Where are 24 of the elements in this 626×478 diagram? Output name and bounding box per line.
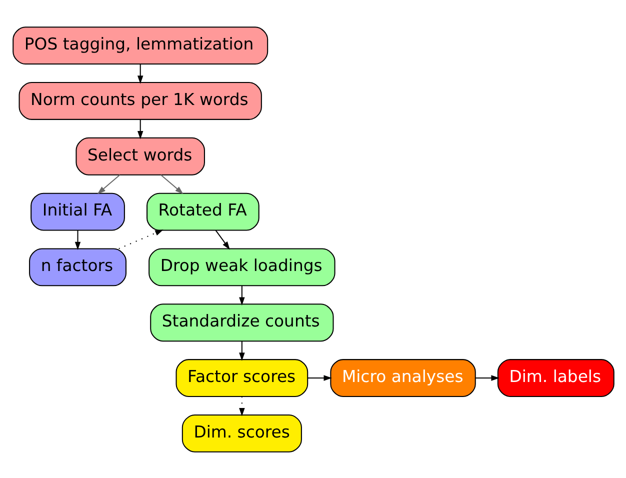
node-box: Standardize counts	[150, 303, 334, 342]
arrow	[96, 174, 120, 194]
node-box: Factor scores	[175, 358, 308, 396]
arrow	[74, 230, 80, 250]
node-box: n factors	[28, 248, 126, 286]
arrow	[160, 174, 183, 194]
node-box: Micro analyses	[330, 358, 476, 396]
node-box: Dim. labels	[496, 358, 614, 396]
arrow	[238, 285, 244, 305]
node-box: Initial FA	[30, 192, 124, 230]
arrow	[136, 64, 143, 84]
arrow	[307, 374, 332, 380]
node-box: Select words	[75, 136, 204, 175]
arrow	[214, 230, 230, 250]
arrow	[118, 229, 163, 249]
node-box: POS tagging, lemmatization	[12, 26, 268, 64]
arrow	[238, 396, 244, 416]
node-box: Rotated FA	[146, 192, 259, 230]
arrow	[136, 118, 143, 139]
arrow	[238, 340, 244, 360]
node-box: Norm counts per 1K words	[18, 82, 262, 120]
node-box: Dim. scores	[181, 414, 302, 452]
node-box: Drop weak loadings	[148, 248, 335, 286]
arrow	[475, 374, 499, 380]
